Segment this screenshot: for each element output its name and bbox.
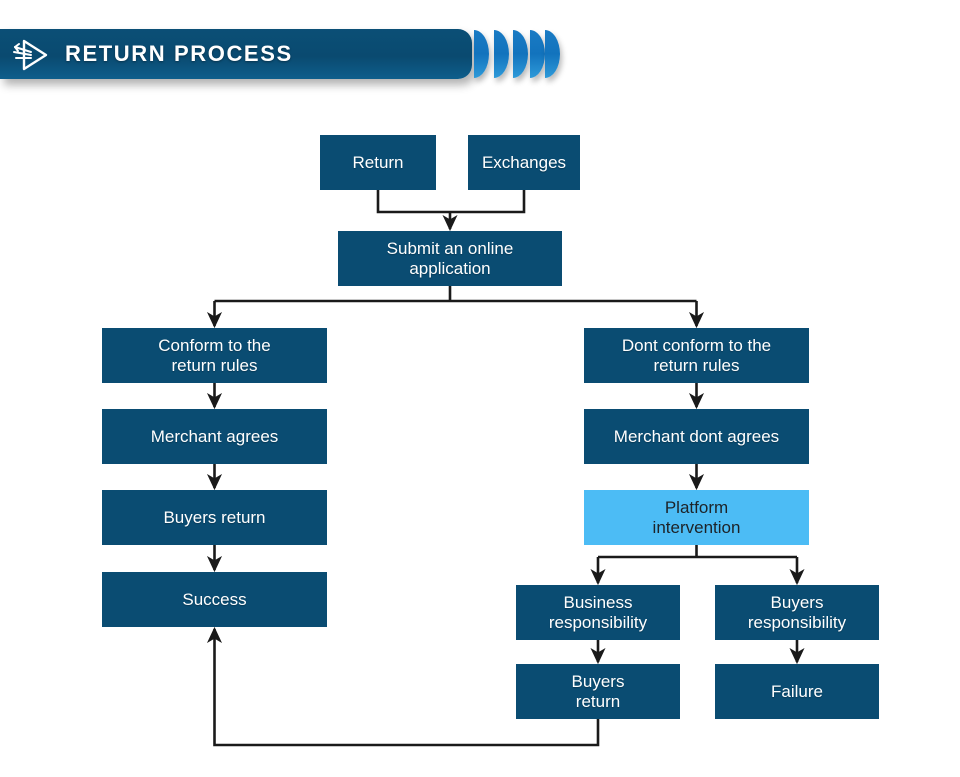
header-decor-shape-1 (474, 30, 489, 78)
header-bar (0, 29, 472, 79)
flow-connector (376, 190, 526, 214)
flow-node-label: Exchanges (481, 152, 567, 172)
flow-node-label: Buyers return (163, 507, 266, 527)
flow-node-merchant-dont-agrees[interactable]: Merchant dont agrees (584, 409, 809, 464)
flow-node-buyers-return-left[interactable]: Buyers return (102, 490, 327, 545)
flow-node-label: Failure (771, 681, 823, 701)
flow-node-label: Return (352, 152, 404, 172)
header-decor-shape-2 (494, 30, 509, 78)
header-banner: RETURN PROCESS (0, 29, 472, 79)
flow-node-merchant-agrees[interactable]: Merchant agrees (102, 409, 327, 464)
play-triangle-arrow-logo-icon (10, 37, 54, 73)
flow-node-failure[interactable]: Failure (715, 664, 879, 719)
flow-node-return[interactable]: Return (320, 135, 436, 190)
page-title: RETURN PROCESS (65, 41, 293, 66)
flow-node-label: Merchant agrees (150, 426, 279, 446)
header-decor-shape-4 (530, 30, 545, 78)
header-decor-shape-3 (513, 30, 528, 78)
flow-node-success[interactable]: Success (102, 572, 327, 627)
header-decor-shape-5 (545, 30, 560, 78)
flow-node-label: Success (182, 589, 247, 609)
flow-node-exchanges[interactable]: Exchanges (468, 135, 580, 190)
flow-node-label: Merchant dont agrees (613, 426, 780, 446)
